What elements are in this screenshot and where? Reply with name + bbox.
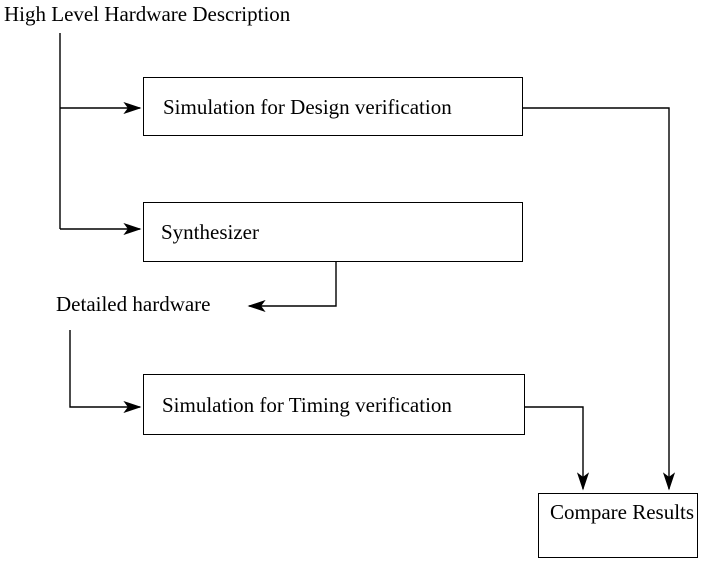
simulation-design-verification-box: Simulation for Design verification xyxy=(143,77,523,136)
arrow-design-sim-to-compare xyxy=(523,107,676,491)
synthesizer-label: Synthesizer xyxy=(161,220,259,244)
high-level-hardware-description-label: High Level Hardware Description xyxy=(4,2,291,26)
compare-results-box: Compare Results xyxy=(538,493,698,558)
simulation-timing-verification-label: Simulation for Timing verification xyxy=(162,392,452,417)
compare-results-label: Compare Results xyxy=(550,500,695,524)
synthesizer-box: Synthesizer xyxy=(143,202,523,262)
simulation-timing-verification-box: Simulation for Timing verification xyxy=(143,374,525,435)
arrow-detailed-hardware-to-timing-sim xyxy=(69,330,142,414)
detailed-hardware-label: Detailed hardware xyxy=(56,292,211,316)
arrow-timing-sim-to-compare xyxy=(525,406,590,491)
simulation-design-verification-label: Simulation for Design verification xyxy=(163,94,452,119)
arrow-synthesizer-to-detailed-hardware xyxy=(247,262,337,313)
